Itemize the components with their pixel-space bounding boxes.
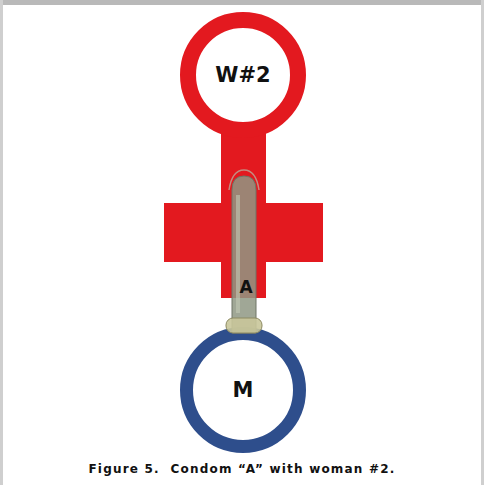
condom-rim [226, 318, 262, 333]
condom-tip-highlight [229, 170, 259, 190]
frame-left [0, 0, 3, 485]
frame-right [481, 0, 484, 485]
ring-node: W#2 [180, 12, 306, 138]
condom-sheen [236, 195, 240, 313]
ring-node: M [180, 327, 306, 453]
ring-label: W#2 [180, 12, 306, 138]
frame-top [0, 0, 484, 5]
ring-label: M [180, 327, 306, 453]
condom-shaft [232, 176, 256, 333]
figure-caption: Figure 5. Condom “A” with woman #2. [0, 462, 484, 476]
condom-label: A [239, 277, 252, 297]
